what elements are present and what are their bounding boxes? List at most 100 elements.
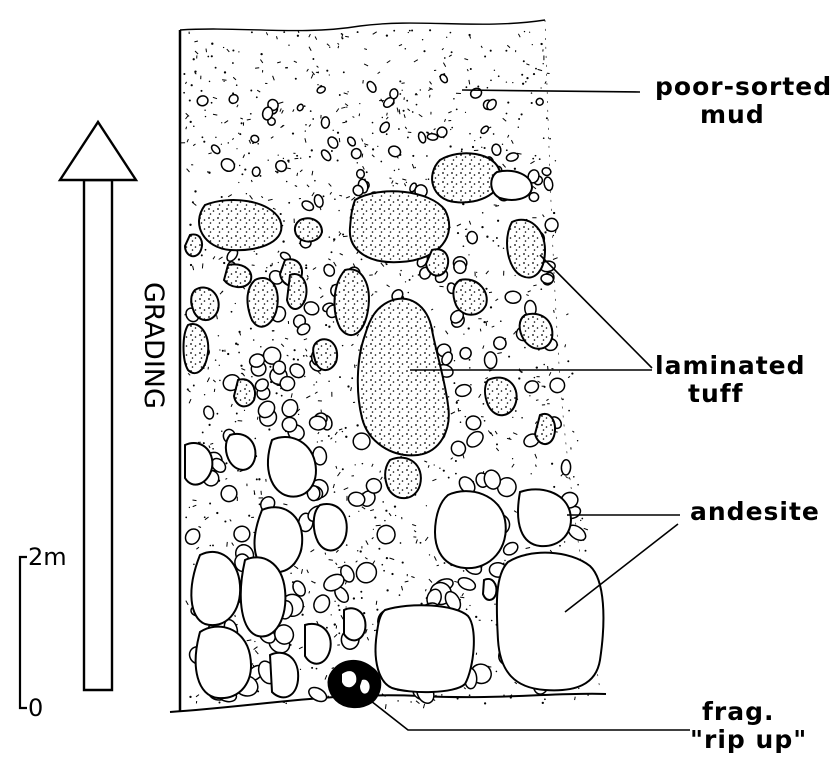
- tuff-clast: [191, 288, 219, 320]
- pebble: [543, 176, 554, 191]
- pebble: [202, 405, 215, 420]
- pebble: [458, 346, 473, 361]
- tuff-clast: [287, 274, 307, 309]
- tuff-block-large: [358, 299, 449, 456]
- pebble: [273, 361, 286, 375]
- scale-label-0: 0: [28, 694, 43, 722]
- pebble: [505, 152, 519, 163]
- pebble: [484, 352, 497, 369]
- pebble: [378, 120, 391, 134]
- pebble: [535, 98, 544, 106]
- tuff-clast: [535, 414, 555, 444]
- pebble: [296, 103, 304, 112]
- pebble: [351, 148, 361, 159]
- andesite-clast: [191, 552, 240, 625]
- pebble: [387, 144, 402, 158]
- tuff-clast: [184, 324, 209, 373]
- tuff-clast: [313, 339, 337, 370]
- pebble: [183, 526, 203, 547]
- andesite-clast: [241, 557, 286, 636]
- pebble: [219, 156, 237, 174]
- andesite-clast: [268, 437, 316, 497]
- pebble: [491, 143, 502, 156]
- tuff-clast: [247, 278, 277, 327]
- tuff-clast: [295, 218, 322, 241]
- scale-bar: [20, 557, 27, 708]
- pebble: [300, 199, 315, 212]
- label-frag: frag.: [702, 697, 774, 726]
- leader-poor-sorted: [462, 90, 640, 92]
- pebble: [280, 397, 300, 418]
- pebble: [427, 133, 438, 140]
- tuff-clast: [485, 378, 517, 416]
- pebble: [541, 167, 552, 177]
- pebble: [465, 415, 482, 432]
- andesite-clast: [491, 171, 532, 200]
- andesite-clast: [344, 608, 365, 640]
- pebble: [233, 525, 250, 542]
- label-laminated: laminated: [655, 351, 806, 380]
- andesite-clast: [196, 627, 251, 699]
- pebble: [466, 231, 478, 244]
- pebble: [417, 131, 427, 144]
- pebble: [320, 148, 333, 162]
- tuff-clast: [199, 200, 281, 250]
- pebble: [326, 135, 340, 150]
- andesite-clast: [483, 579, 496, 600]
- pebble: [346, 136, 357, 148]
- pebble: [561, 460, 571, 476]
- column-top-surface: [180, 20, 545, 31]
- pebble: [449, 439, 467, 458]
- pebble: [454, 383, 472, 398]
- pebble: [356, 169, 364, 178]
- tuff-clast: [432, 153, 501, 202]
- pebble: [227, 93, 239, 105]
- pebble: [321, 117, 329, 128]
- pebble: [250, 134, 260, 144]
- pebble: [544, 217, 559, 232]
- andesite-clast: [270, 653, 298, 698]
- grading-arrow: [60, 122, 136, 690]
- pebble: [439, 73, 449, 84]
- pebble: [311, 592, 333, 615]
- pebble: [196, 95, 209, 108]
- leader-laminated-1: [540, 255, 652, 368]
- tuff-clast: [507, 220, 545, 278]
- rip-up-fragment: [329, 661, 381, 707]
- tuff-clast: [385, 458, 421, 499]
- andesite-clast: [435, 491, 506, 568]
- tuff-clast: [520, 314, 553, 349]
- pebble: [550, 378, 565, 393]
- pebble: [480, 125, 490, 135]
- pebble: [365, 80, 377, 94]
- pebble: [316, 85, 326, 94]
- andesite-clast: [376, 605, 474, 692]
- andesite-clast: [226, 434, 256, 470]
- andesite-clast: [185, 443, 212, 485]
- pebble: [375, 524, 396, 546]
- grading-label: GRADING: [138, 282, 169, 409]
- andesite-clast: [305, 624, 331, 664]
- label-tuff: tuff: [688, 379, 744, 408]
- pebble: [389, 88, 398, 99]
- deposit-column: [170, 20, 606, 712]
- pebble: [352, 432, 370, 450]
- pebble: [322, 263, 336, 278]
- tuff-clast: [453, 279, 486, 314]
- scale-label-2m: 2m: [28, 543, 67, 571]
- label-andesite: andesite: [690, 497, 820, 526]
- label-mud: mud: [700, 100, 765, 129]
- pebble: [469, 87, 483, 100]
- andesite-block-large: [497, 553, 604, 691]
- pebble: [252, 167, 261, 177]
- pebble: [306, 685, 329, 705]
- tuff-clast: [224, 264, 251, 287]
- pebble: [456, 575, 477, 592]
- tuff-clast: [185, 234, 202, 256]
- pebble: [352, 559, 380, 587]
- tuff-clast: [335, 269, 369, 335]
- tuff-clast: [234, 379, 255, 406]
- andesite-clast: [314, 504, 347, 550]
- pebble: [505, 291, 521, 304]
